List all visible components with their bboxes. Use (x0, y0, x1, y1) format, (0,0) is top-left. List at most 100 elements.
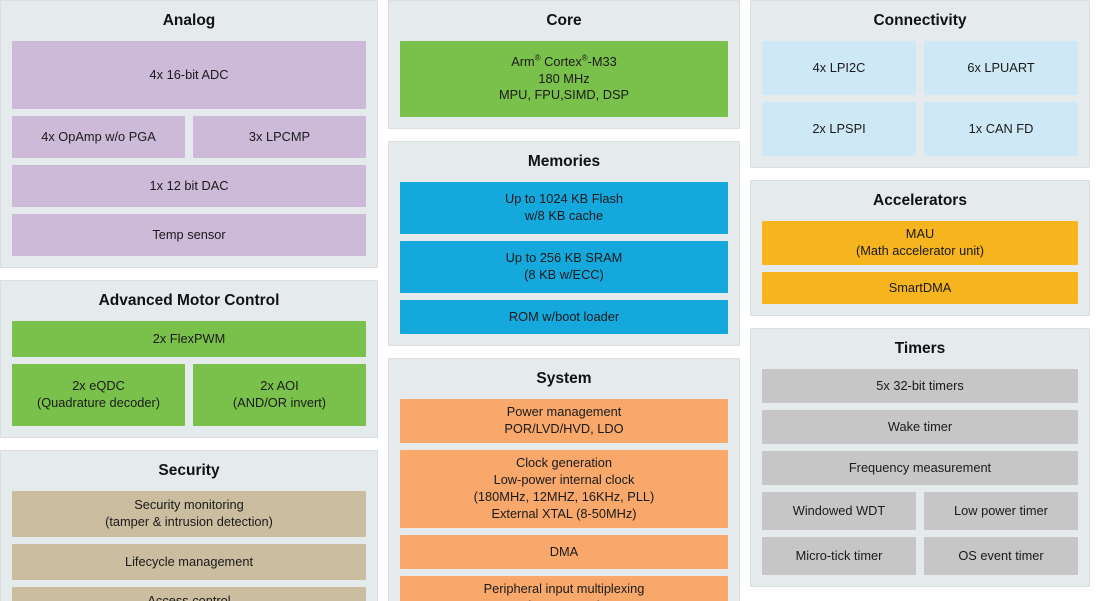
block-mau-line2: (Math accelerator unit) (855, 243, 985, 259)
block-adc[interactable]: 4x 16-bit ADC (12, 41, 366, 110)
panel-title-timers: Timers (894, 340, 946, 358)
block-cpu-core[interactable]: Arm® Cortex®-M33 180 MHz MPU, FPU,SIMD, … (400, 41, 728, 118)
panel-title-security: Security (158, 462, 220, 480)
block-32bit-timers-label: 5x 32-bit timers (876, 377, 964, 393)
analog-row-opamp-lpcmp: 4x OpAmp w/o PGA 3x LPCMP (12, 116, 366, 159)
block-lpcmp[interactable]: 3x LPCMP (193, 116, 366, 159)
panel-core: Core Arm® Cortex®-M33 180 MHz MPU, FPU,S… (388, 0, 740, 130)
block-lifecycle-management-label: Lifecycle management (124, 553, 254, 569)
block-lpi2c-label: 4x LPI2C (812, 59, 866, 75)
block-security-monitoring[interactable]: Security monitoring (tamper & intrusion … (12, 491, 366, 538)
block-sram-line1: Up to 256 KB SRAM (505, 250, 623, 266)
block-opamp-label: 4x OpAmp w/o PGA (41, 128, 156, 144)
block-rom-label: ROM w/boot loader (508, 308, 620, 324)
block-frequency-measurement[interactable]: Frequency measurement (762, 451, 1078, 486)
block-lpspi-label: 2x LPSPI (812, 120, 866, 136)
block-clock-generation-line4: External XTAL (8-50MHz) (491, 506, 637, 522)
panel-timers: Timers 5x 32-bit timers Wake timer Frequ… (750, 328, 1090, 588)
middle-column: Core Arm® Cortex®-M33 180 MHz MPU, FPU,S… (388, 0, 740, 601)
block-inputmux-line1: Peripheral input multiplexing (483, 581, 645, 597)
panel-title-accelerators: Accelerators (873, 192, 967, 210)
block-lpuart-label: 6x LPUART (967, 59, 1035, 75)
block-inputmux-line2: (INPUTMUX) (526, 598, 601, 601)
block-power-management-line2: POR/LVD/HVD, LDO (504, 421, 624, 437)
block-eqdc[interactable]: 2x eQDC (Quadrature decoder) (12, 364, 185, 427)
panel-title-analog: Analog (162, 12, 216, 29)
block-security-monitoring-line2: (tamper & intrusion detection) (105, 514, 273, 530)
left-column: Analog 4x 16-bit ADC 4x OpAmp w/o PGA 3x… (0, 0, 378, 601)
block-power-management-line1: Power management (506, 404, 622, 420)
block-access-control-line1: Access control (147, 593, 231, 601)
block-clock-generation[interactable]: Clock generation Low-power internal cloc… (400, 450, 728, 529)
block-flash-line1: Up to 1024 KB Flash (504, 191, 624, 207)
block-adc-label: 4x 16-bit ADC (149, 66, 229, 82)
block-opamp[interactable]: 4x OpAmp w/o PGA (12, 116, 185, 159)
block-os-event-timer[interactable]: OS event timer (924, 537, 1078, 576)
block-can-fd-label: 1x CAN FD (968, 120, 1034, 136)
block-windowed-wdt-label: Windowed WDT (792, 502, 886, 518)
block-clock-generation-line3: (180MHz, 12MHZ, 16KHz, PLL) (473, 489, 655, 505)
block-low-power-timer[interactable]: Low power timer (924, 492, 1078, 531)
block-clock-generation-line2: Low-power internal clock (493, 472, 635, 488)
block-can-fd[interactable]: 1x CAN FD (924, 102, 1078, 157)
block-aoi[interactable]: 2x AOI (AND/OR invert) (193, 364, 366, 427)
block-dac[interactable]: 1x 12 bit DAC (12, 165, 366, 208)
right-column: Connectivity 4x LPI2C 6x LPUART 2x LPSPI… (750, 0, 1090, 601)
panel-memories: Memories Up to 1024 KB Flash w/8 KB cach… (388, 141, 740, 347)
panel-connectivity: Connectivity 4x LPI2C 6x LPUART 2x LPSPI… (750, 0, 1090, 169)
block-sram-line2: (8 KB w/ECC) (524, 267, 604, 283)
block-32bit-timers[interactable]: 5x 32-bit timers (762, 369, 1078, 404)
panel-accelerators: Accelerators MAU (Math accelerator unit)… (750, 180, 1090, 317)
block-lpuart[interactable]: 6x LPUART (924, 41, 1078, 96)
block-lifecycle-management[interactable]: Lifecycle management (12, 544, 366, 581)
panel-title-motor: Advanced Motor Control (98, 292, 280, 310)
block-dac-label: 1x 12 bit DAC (149, 177, 229, 193)
block-temp-sensor[interactable]: Temp sensor (12, 214, 366, 257)
block-lpcmp-label: 3x LPCMP (248, 128, 311, 144)
block-cpu-core-line2: 180 MHz (538, 70, 590, 86)
block-flexpwm-label: 2x FlexPWM (152, 330, 226, 346)
block-smartdma[interactable]: SmartDMA (762, 272, 1078, 305)
block-wake-timer[interactable]: Wake timer (762, 410, 1078, 445)
block-cpu-core-line3: MPU, FPU,SIMD, DSP (498, 87, 630, 103)
block-micro-tick-timer[interactable]: Micro-tick timer (762, 537, 916, 576)
block-smartdma-label: SmartDMA (888, 279, 952, 295)
panel-title-system: System (536, 370, 592, 388)
block-os-event-timer-label: OS event timer (958, 547, 1044, 563)
block-security-monitoring-line1: Security monitoring (134, 497, 244, 513)
block-mau[interactable]: MAU (Math accelerator unit) (762, 221, 1078, 266)
block-windowed-wdt[interactable]: Windowed WDT (762, 492, 916, 531)
block-access-control[interactable]: Access control (memory & debug) (12, 587, 366, 601)
block-rom[interactable]: ROM w/boot loader (400, 300, 728, 335)
panel-security: Security Security monitoring (tamper & i… (0, 450, 378, 601)
timers-row-2: Micro-tick timer OS event timer (762, 537, 1078, 576)
block-micro-tick-timer-label: Micro-tick timer (795, 547, 883, 563)
block-temp-sensor-label: Temp sensor (152, 226, 226, 242)
connectivity-row-1: 4x LPI2C 6x LPUART (762, 41, 1078, 96)
block-eqdc-line2: (Quadrature decoder) (36, 395, 161, 411)
block-eqdc-line1: 2x eQDC (72, 378, 125, 394)
panel-title-connectivity: Connectivity (873, 12, 967, 29)
connectivity-row-2: 2x LPSPI 1x CAN FD (762, 102, 1078, 157)
block-frequency-measurement-label: Frequency measurement (848, 459, 992, 475)
block-wake-timer-label: Wake timer (887, 418, 953, 434)
block-cpu-core-line1: Arm® Cortex®-M33 (511, 53, 617, 69)
block-inputmux[interactable]: Peripheral input multiplexing (INPUTMUX) (400, 576, 728, 601)
block-flexpwm[interactable]: 2x FlexPWM (12, 321, 366, 358)
panel-system: System Power management POR/LVD/HVD, LDO… (388, 358, 740, 601)
block-sram[interactable]: Up to 256 KB SRAM (8 KB w/ECC) (400, 241, 728, 294)
block-flash[interactable]: Up to 1024 KB Flash w/8 KB cache (400, 182, 728, 235)
block-dma-label: DMA (549, 543, 579, 559)
block-dma[interactable]: DMA (400, 535, 728, 570)
motor-row-eqdc-aoi: 2x eQDC (Quadrature decoder) 2x AOI (AND… (12, 364, 366, 427)
block-low-power-timer-label: Low power timer (954, 502, 1048, 518)
block-aoi-line2: (AND/OR invert) (232, 395, 327, 411)
block-lpi2c[interactable]: 4x LPI2C (762, 41, 916, 96)
block-power-management[interactable]: Power management POR/LVD/HVD, LDO (400, 399, 728, 444)
block-aoi-line1: 2x AOI (260, 378, 299, 394)
block-flash-line2: w/8 KB cache (524, 208, 604, 224)
block-lpspi[interactable]: 2x LPSPI (762, 102, 916, 157)
block-mau-line1: MAU (905, 226, 935, 242)
panel-title-core: Core (546, 12, 582, 29)
